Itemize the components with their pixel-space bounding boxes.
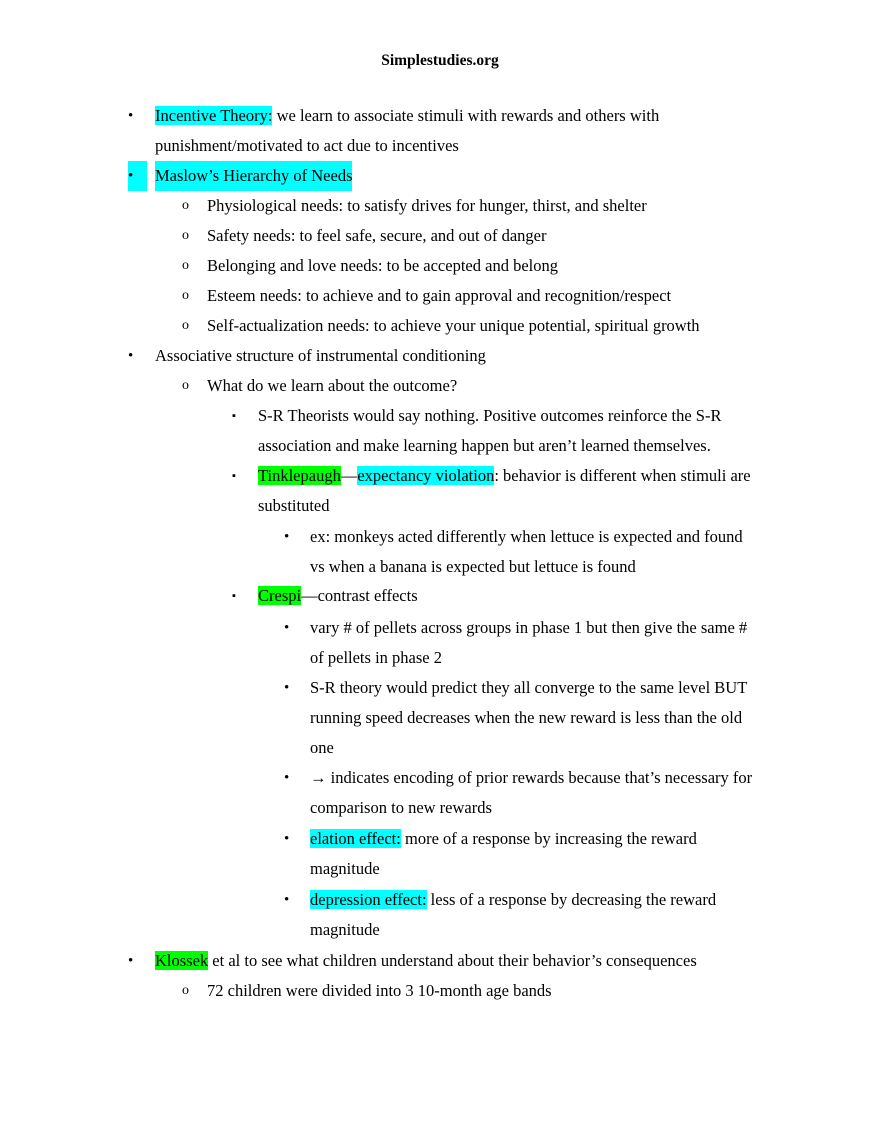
point-text-cont: one [310, 738, 334, 757]
term-depression-effect: depression effect: [310, 890, 427, 909]
disc-bullet-icon: • [284, 770, 290, 786]
depression-text-cont: magnitude [310, 920, 380, 939]
disc-bullet-icon: • [128, 108, 134, 124]
elation-text-cont: magnitude [310, 859, 380, 878]
sr-text-cont: association and make learning happen but… [258, 436, 711, 455]
circle-bullet-icon: o [182, 288, 189, 303]
example-text-cont: vs when a banana is expected but lettuce… [310, 557, 636, 576]
need-text: Safety needs: to feel safe, secure, and … [207, 226, 547, 245]
circle-bullet-icon: o [182, 378, 189, 393]
disc-bullet-icon: • [128, 953, 134, 969]
need-text: Esteem needs: to achieve and to gain app… [207, 286, 672, 305]
em-dash: — [340, 466, 358, 485]
point-text: vary # of pellets across groups in phase… [310, 618, 748, 637]
point-text-cont: running speed decreases when the new rew… [310, 708, 743, 727]
klossek-detail-text: 72 children were divided into 3 10-month… [207, 981, 552, 1000]
term-elation-effect: elation effect: [310, 829, 401, 848]
disc-bullet-icon: • [284, 892, 290, 908]
question-text: What do we learn about the outcome? [207, 376, 458, 395]
circle-bullet-icon: o [182, 318, 189, 333]
name-crespi: Crespi [258, 586, 302, 605]
associative-title: Associative structure of instrumental co… [155, 346, 486, 365]
crespi-text: —contrast effects [301, 586, 418, 605]
square-bullet-icon: ▪ [232, 470, 236, 482]
disc-bullet-icon: • [284, 680, 290, 696]
right-arrow-icon: → [310, 768, 327, 787]
square-bullet-icon: ▪ [232, 590, 236, 602]
need-text: Self-actualization needs: to achieve you… [207, 316, 700, 335]
example-text: ex: monkeys acted differently when lettu… [310, 527, 743, 546]
circle-bullet-icon: o [182, 983, 189, 998]
depression-text: less of a response by decreasing the rew… [426, 890, 717, 909]
disc-bullet-icon: • [284, 831, 290, 847]
disc-bullet-icon: • [128, 161, 148, 191]
need-text: Belonging and love needs: to be accepted… [207, 256, 558, 275]
term-expectancy-violation: expectancy violation [357, 466, 495, 485]
need-text: Physiological needs: to satisfy drives f… [207, 196, 647, 215]
arrow-point-text-cont: comparison to new rewards [310, 798, 492, 817]
klossek-text: et al to see what children understand ab… [208, 951, 697, 970]
name-klossek: Klossek [155, 951, 209, 970]
circle-bullet-icon: o [182, 228, 189, 243]
incentive-theory-text-cont: punishment/motivated to act due to incen… [155, 136, 459, 155]
term-incentive-theory: Incentive Theory: [155, 106, 273, 125]
arrow-point-text: indicates encoding of prior rewards beca… [326, 768, 753, 787]
page-header: Simplestudies.org [381, 52, 499, 69]
circle-bullet-icon: o [182, 198, 189, 213]
disc-bullet-icon: • [284, 620, 290, 636]
incentive-theory-text: we learn to associate stimuli with rewar… [272, 106, 660, 125]
tinklepaugh-text: : behavior is different when stimuli are [494, 466, 751, 485]
sr-text: S-R Theorists would say nothing. Positiv… [258, 406, 722, 425]
point-text-cont: of pellets in phase 2 [310, 648, 442, 667]
square-bullet-icon: ▪ [232, 410, 236, 422]
elation-text: more of a response by increasing the rew… [400, 829, 697, 848]
disc-bullet-icon: • [284, 529, 290, 545]
circle-bullet-icon: o [182, 258, 189, 273]
point-text: S-R theory would predict they all conver… [310, 678, 748, 697]
tinklepaugh-text-cont: substituted [258, 496, 330, 515]
maslow-title: Maslow’s Hierarchy of Needs [155, 161, 353, 191]
disc-bullet-icon: • [128, 348, 134, 364]
name-tinklepaugh: Tinklepaugh [258, 466, 341, 485]
